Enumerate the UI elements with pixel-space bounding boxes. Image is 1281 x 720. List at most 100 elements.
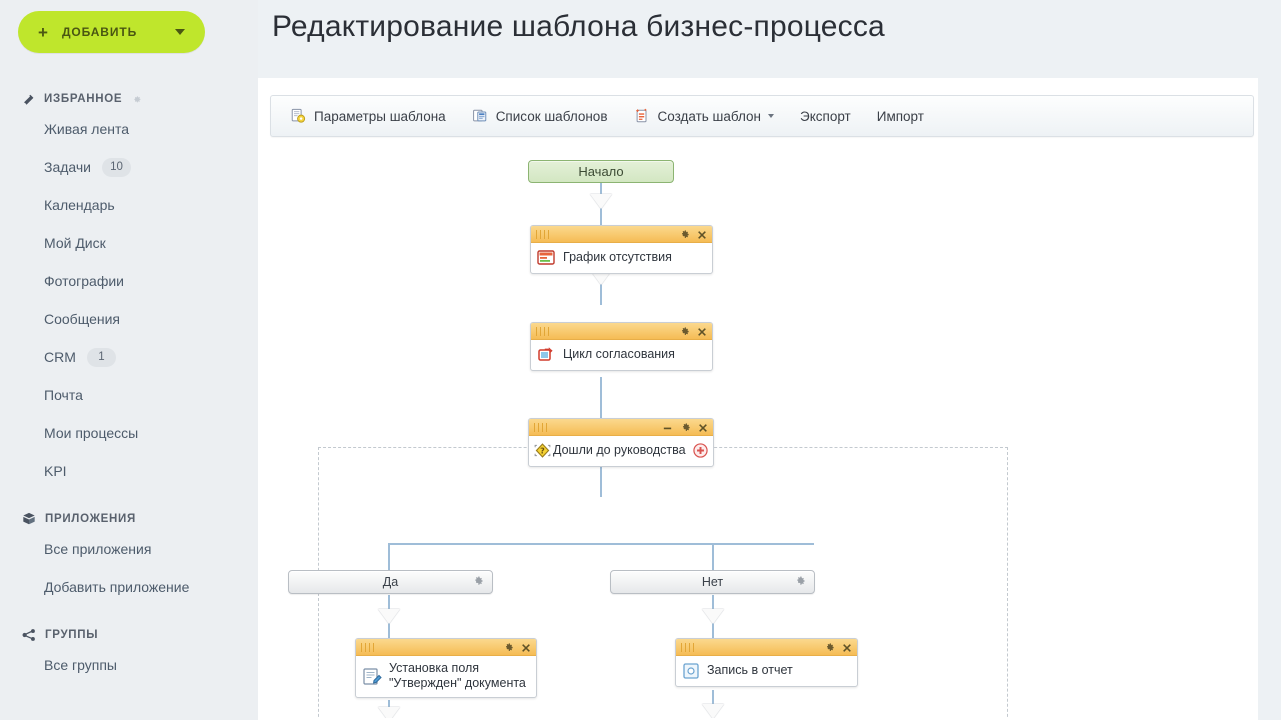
gear-icon[interactable] <box>472 575 484 587</box>
sidebar-item-0-0[interactable]: Живая лента <box>0 110 258 148</box>
sidebar-item-0-5[interactable]: Сообщения <box>0 300 258 338</box>
node-cycle-soglasovaniya[interactable]: Цикл согласования <box>530 322 713 371</box>
sidebar-item-label: Почта <box>44 387 83 403</box>
node-body: График отсутствия <box>531 243 712 273</box>
gear-icon[interactable] <box>794 575 806 587</box>
arrow-setfield-down <box>378 707 400 718</box>
node-label: График отсутствия <box>563 250 672 264</box>
close-icon[interactable] <box>697 327 707 337</box>
toolbar-item-label: Экспорт <box>800 108 851 124</box>
sidebar-item-0-9[interactable]: KPI <box>0 452 258 490</box>
sidebar-item-label: Живая лента <box>44 121 130 137</box>
plus-circle-icon[interactable] <box>693 443 708 458</box>
node-report-write[interactable]: Запись в отчет <box>675 638 858 687</box>
gear-icon[interactable] <box>503 642 514 653</box>
sidebar-section-1[interactable]: ПРИЛОЖЕНИЯ <box>0 508 258 530</box>
sidebar-item-0-4[interactable]: Фотографии <box>0 262 258 300</box>
arrow-start-to-graph <box>590 194 612 209</box>
node-body: Цикл согласования <box>531 340 712 370</box>
node-body: ? Дошли до руководства <box>529 436 713 466</box>
close-icon[interactable] <box>842 643 852 653</box>
sidebar-item-0-6[interactable]: CRM 1 <box>0 338 258 376</box>
gear-icon[interactable] <box>131 94 142 105</box>
toolbar-item-label: Создать шаблон <box>657 108 762 124</box>
node-header[interactable] <box>531 323 712 340</box>
toolbar-item-0[interactable]: Параметры шаблона <box>277 96 459 136</box>
node-header[interactable] <box>529 419 713 436</box>
sidebar-item-label: Задачи <box>44 159 92 175</box>
minimize-icon[interactable] <box>662 422 673 433</box>
drag-handle[interactable] <box>361 642 377 652</box>
node-label: Запись в отчет <box>707 663 793 677</box>
node-header[interactable] <box>676 639 857 656</box>
toolbar-item-3[interactable]: Экспорт <box>787 96 864 136</box>
arrow-no-to-report <box>702 609 724 624</box>
add-button[interactable]: + ДОБАВИТЬ <box>18 11 205 53</box>
gear-icon[interactable] <box>680 422 691 433</box>
condition-diamond-icon: ? <box>533 442 552 459</box>
node-condition-doshli[interactable]: ? Дошли до руководства <box>528 418 714 467</box>
sidebar-section-2[interactable]: ГРУППЫ <box>0 624 258 646</box>
gear-icon[interactable] <box>824 642 835 653</box>
sidebar-item-label: CRM <box>44 349 76 365</box>
page-title: Редактирование шаблона бизнес-процесса <box>272 10 885 43</box>
close-icon[interactable] <box>697 230 707 240</box>
branch-no[interactable]: Нет <box>610 570 815 594</box>
sidebar-item-label: Все группы <box>44 657 117 673</box>
sidebar-section-0[interactable]: ИЗБРАННОЕ <box>0 88 258 110</box>
drag-handle[interactable] <box>536 326 552 336</box>
node-graph-otsutstviya[interactable]: График отсутствия <box>530 225 713 274</box>
sidebar-item-0-7[interactable]: Почта <box>0 376 258 414</box>
node-header[interactable] <box>356 639 536 656</box>
close-icon[interactable] <box>521 643 531 653</box>
node-label-line1: Установка поля <box>389 661 480 675</box>
node-start[interactable]: Начало <box>528 160 674 183</box>
node-set-field[interactable]: Установка поля "Утвержден" документа <box>355 638 537 698</box>
sidebar-item-label: KPI <box>44 463 67 479</box>
toolbar-item-label: Параметры шаблона <box>314 108 446 124</box>
sidebar-item-1-0[interactable]: Все приложения <box>0 530 258 568</box>
sidebar-item-0-2[interactable]: Календарь <box>0 186 258 224</box>
workflow-canvas[interactable]: Начало <box>270 150 1026 718</box>
gear-icon[interactable] <box>679 326 690 337</box>
sidebar-item-label: Календарь <box>44 197 115 213</box>
sidebar-item-0-8[interactable]: Мои процессы <box>0 414 258 452</box>
sidebar-nav: ИЗБРАННОЕ Живая лента Задачи 10 Календар… <box>0 88 258 684</box>
toolbar-item-1[interactable]: Список шаблонов <box>459 96 621 136</box>
sidebar-item-label: Фотографии <box>44 273 125 289</box>
node-label: Установка поля "Утвержден" документа <box>389 661 526 691</box>
drag-handle[interactable] <box>536 229 552 239</box>
node-start-label: Начало <box>578 164 624 179</box>
toolbar-item-2[interactable]: Создать шаблон <box>621 96 788 136</box>
toolbar-item-4[interactable]: Импорт <box>864 96 937 136</box>
toolbar-item-label: Список шаблонов <box>495 108 608 124</box>
sidebar-item-0-3[interactable]: Мой Диск <box>0 224 258 262</box>
sidebar-item-label: Мои процессы <box>44 425 139 441</box>
loop-red-icon <box>537 346 556 363</box>
doc-gear-icon <box>290 108 306 124</box>
branch-yes[interactable]: Да <box>288 570 493 594</box>
node-label: Дошли до руководства <box>553 443 686 457</box>
node-label-line2: "Утвержден" документа <box>389 676 526 690</box>
sidebar-item-label: Мой Диск <box>44 235 106 251</box>
connector-cond-split <box>388 543 814 545</box>
node-label: Цикл согласования <box>563 347 675 361</box>
report-blue-icon <box>682 662 700 680</box>
sidebar-item-1-1[interactable]: Добавить приложение <box>0 568 258 606</box>
chevron-down-icon[interactable] <box>768 114 775 118</box>
template-toolbar: Параметры шаблона Список шаблонов Создат… <box>270 95 1254 137</box>
gear-icon[interactable] <box>679 229 690 240</box>
node-header[interactable] <box>531 226 712 243</box>
sidebar-item-label: Добавить приложение <box>44 579 190 595</box>
close-icon[interactable] <box>698 423 708 433</box>
plus-icon: + <box>38 22 48 42</box>
main-area: Редактирование шаблона бизнес-процесса П… <box>258 0 1281 720</box>
svg-text:?: ? <box>540 446 545 455</box>
drag-handle[interactable] <box>534 422 550 432</box>
drag-handle[interactable] <box>681 642 697 652</box>
sidebar-item-2-0[interactable]: Все группы <box>0 646 258 684</box>
sidebar-item-0-1[interactable]: Задачи 10 <box>0 148 258 186</box>
arrow-yes-to-setfield <box>378 609 400 624</box>
chevron-down-icon[interactable] <box>175 29 185 35</box>
